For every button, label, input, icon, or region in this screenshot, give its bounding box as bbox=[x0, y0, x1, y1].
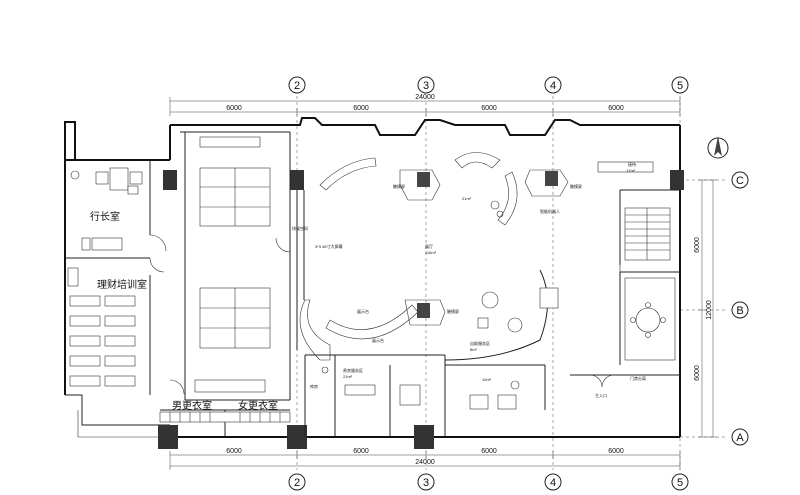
dim-top-bay-3: 6000 bbox=[481, 105, 497, 112]
office-workstations bbox=[199, 136, 271, 349]
stair bbox=[624, 207, 671, 261]
label-area-10: 10m² bbox=[482, 377, 492, 382]
label-reception-area: 17m² bbox=[626, 168, 636, 173]
label-self-service: 自助服务区 bbox=[470, 340, 490, 346]
dim-bottom-bay-3: 6000 bbox=[481, 448, 497, 455]
axis-label-top-4: 4 bbox=[550, 80, 556, 92]
label-robot: 智能机器人 bbox=[540, 208, 560, 214]
label-big-screen: 3*3 46寸大屏幕 bbox=[315, 243, 343, 249]
dimension-lines-bottom: 6000 6000 6000 6000 24000 bbox=[169, 448, 681, 470]
label-vip-area: 21m² bbox=[343, 374, 353, 379]
axis-label-bottom-5: 5 bbox=[677, 477, 683, 489]
dim-bottom-bay-1: 6000 bbox=[226, 448, 242, 455]
axis-label-a: A bbox=[736, 432, 744, 444]
training-desks bbox=[67, 267, 136, 387]
label-display-table: 展示台 bbox=[357, 308, 369, 314]
axis-label-bottom-2: 2 bbox=[294, 477, 300, 489]
label-main-entrance: 主入口 bbox=[595, 392, 607, 398]
dim-right-bay-2: 6000 bbox=[694, 365, 701, 381]
dimension-lines-right: 6000 12000 6000 bbox=[694, 179, 717, 438]
north-arrow bbox=[707, 136, 729, 159]
dim-bottom-total: 24000 bbox=[415, 459, 435, 466]
label-touch-screen-3: 触摸屏 bbox=[447, 308, 459, 314]
label-touch-screen-2: 触摸屏 bbox=[570, 183, 582, 189]
label-reception: 接待 bbox=[628, 161, 636, 167]
label-vip-room: 贵宾服务区 bbox=[343, 367, 363, 373]
axis-label-bottom-3: 3 bbox=[423, 477, 429, 489]
label-female-locker: 女更衣室 bbox=[238, 399, 278, 412]
label-store-room: 库房 bbox=[310, 383, 318, 389]
dimension-lines-top: 24000 6000 6000 6000 6000 bbox=[169, 94, 681, 116]
dim-top-bay-2: 6000 bbox=[353, 105, 369, 112]
dim-bottom-bay-4: 6000 bbox=[608, 448, 624, 455]
label-touch-screen-1: 触摸屏 bbox=[393, 183, 405, 189]
meeting-room-right bbox=[624, 277, 676, 361]
label-male-locker: 男更衣室 bbox=[172, 399, 212, 412]
dim-top-total: 24000 bbox=[415, 94, 435, 101]
axis-label-top-5: 5 bbox=[677, 80, 683, 92]
axis-label-top-3: 3 bbox=[423, 80, 429, 92]
dim-top-bay-1: 6000 bbox=[226, 105, 242, 112]
axis-label-b: B bbox=[736, 305, 743, 317]
label-side-entrance: 门禁分离 bbox=[630, 375, 646, 381]
label-president-office: 行长室 bbox=[90, 210, 120, 223]
label-queue-space: 排候空间 bbox=[292, 225, 308, 231]
dim-bottom-bay-2: 6000 bbox=[353, 448, 369, 455]
locker-rows bbox=[159, 379, 291, 423]
axis-bubbles: 2 3 4 5 2 3 4 5 C B A bbox=[288, 76, 749, 491]
axis-grid-lines bbox=[296, 96, 728, 470]
label-hall: 展厅 bbox=[425, 243, 433, 249]
dim-right-bay-1: 6000 bbox=[694, 237, 701, 253]
label-self-service-area: 8m² bbox=[470, 347, 478, 352]
label-area-21: 21m² bbox=[462, 196, 472, 201]
axis-label-bottom-4: 4 bbox=[550, 477, 556, 489]
small-annotations: 展厅 116m² 触摸屏 触摸屏 触摸屏 展示台 展示台 智能机器人 3*3 4… bbox=[292, 161, 646, 398]
axis-label-c: C bbox=[736, 175, 744, 187]
label-display-table-2: 展示台 bbox=[372, 337, 384, 343]
hall-furniture bbox=[299, 152, 654, 410]
axis-label-top-2: 2 bbox=[294, 80, 300, 92]
doors bbox=[149, 234, 621, 395]
president-office-furniture bbox=[70, 167, 143, 251]
room-labels: 行长室 理财培训室 男更衣室 女更衣室 bbox=[90, 210, 278, 412]
label-hall-area: 116m² bbox=[425, 250, 437, 255]
dim-top-bay-4: 6000 bbox=[608, 105, 624, 112]
structural-columns bbox=[158, 170, 684, 449]
label-finance-training: 理财培训室 bbox=[97, 278, 147, 291]
dim-right-total: 12000 bbox=[706, 300, 713, 320]
interior-partitions bbox=[65, 131, 680, 437]
